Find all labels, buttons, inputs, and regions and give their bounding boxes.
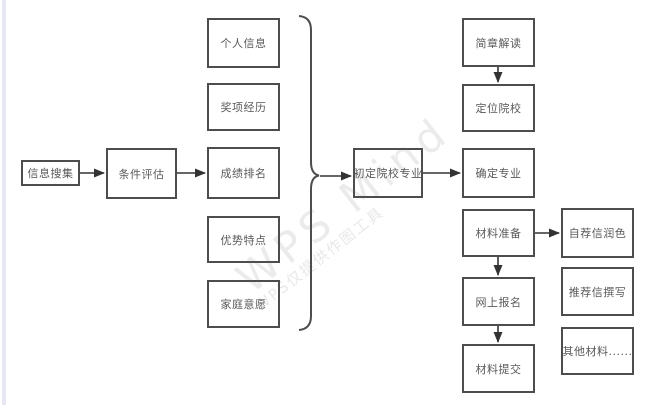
node-geren-xinxi[interactable]: 个人信息 (207, 18, 280, 68)
node-cailiao-tijiao[interactable]: 材料提交 (462, 344, 535, 393)
node-jiating-yiyuan[interactable]: 家庭意愿 (207, 280, 280, 328)
node-youshi-tedian[interactable]: 优势特点 (207, 216, 280, 263)
node-queding-zhuanye[interactable]: 确定专业 (462, 148, 535, 198)
node-tuijianxin-zhuanxie[interactable]: 推荐信撰写 (561, 267, 634, 316)
node-chengji-paiming[interactable]: 成绩排名 (207, 147, 280, 199)
brace-group-criteria (298, 15, 320, 331)
node-dingwei-yuanxiao[interactable]: 定位院校 (462, 84, 535, 132)
node-chuding-yuanxiao-zhuanye[interactable]: 初定院校专业 (353, 148, 423, 198)
node-qita-cailiao[interactable]: 其他材料...... (561, 327, 634, 375)
node-jianzhang-jiedu[interactable]: 简章解读 (462, 18, 535, 67)
node-xinxi-souji[interactable]: 信息搜集 (21, 160, 80, 186)
node-jiangxiang-jingli[interactable]: 奖项经历 (207, 83, 280, 131)
left-edge-strip (2, 0, 6, 405)
node-zijianxin-runse[interactable]: 自荐信润色 (561, 208, 634, 258)
node-wangshang-baoming[interactable]: 网上报名 (462, 277, 535, 326)
node-cailiao-zhunbei[interactable]: 材料准备 (462, 209, 535, 257)
node-tiaojian-pinggu[interactable]: 条件评估 (106, 148, 177, 199)
